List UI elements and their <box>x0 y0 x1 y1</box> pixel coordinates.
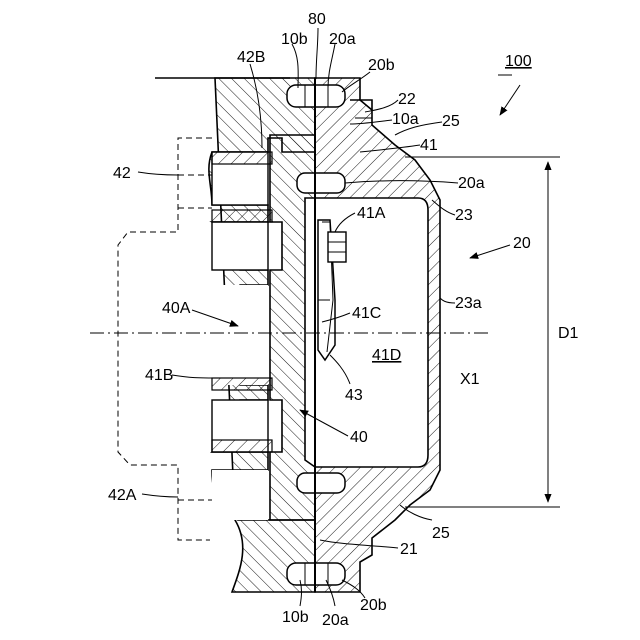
label-10b-top: 10b <box>281 31 308 48</box>
label-D1: D1 <box>558 325 579 342</box>
label-20: 20 <box>513 235 531 252</box>
label-41B: 41B <box>145 367 173 384</box>
label-42B: 42B <box>237 49 265 66</box>
label-43: 43 <box>345 387 363 404</box>
label-100: 100 <box>505 53 532 70</box>
dashed-outline-42 <box>118 138 212 540</box>
label-X1: X1 <box>460 371 480 388</box>
label-21: 21 <box>400 541 418 558</box>
label-25-bot: 25 <box>432 525 450 542</box>
label-22: 22 <box>398 91 416 108</box>
label-20b-top: 20b <box>368 57 395 74</box>
arrow-100 <box>500 85 520 115</box>
label-20b-bot: 20b <box>360 597 387 614</box>
label-10a: 10a <box>392 111 419 128</box>
label-41A: 41A <box>357 205 386 222</box>
label-42: 42 <box>113 165 131 182</box>
label-42A: 42A <box>108 487 137 504</box>
label-20a-top: 20a <box>329 31 356 48</box>
label-23: 23 <box>455 207 473 224</box>
label-40: 40 <box>350 429 368 446</box>
label-25-top: 25 <box>442 113 460 130</box>
pin-mid-top <box>297 173 345 193</box>
label-41D: 41D <box>372 347 401 364</box>
label-23a: 23a <box>455 295 482 312</box>
label-80: 80 <box>308 11 326 28</box>
pin-mid-bottom <box>297 473 345 493</box>
label-41: 41 <box>420 137 438 154</box>
arrow-20 <box>470 245 510 258</box>
label-20a-bot: 20a <box>322 612 349 629</box>
label-41C: 41C <box>352 305 381 322</box>
label-40A: 40A <box>162 300 191 317</box>
label-10b-bot: 10b <box>282 609 309 626</box>
label-20a-mid: 20a <box>458 175 485 192</box>
